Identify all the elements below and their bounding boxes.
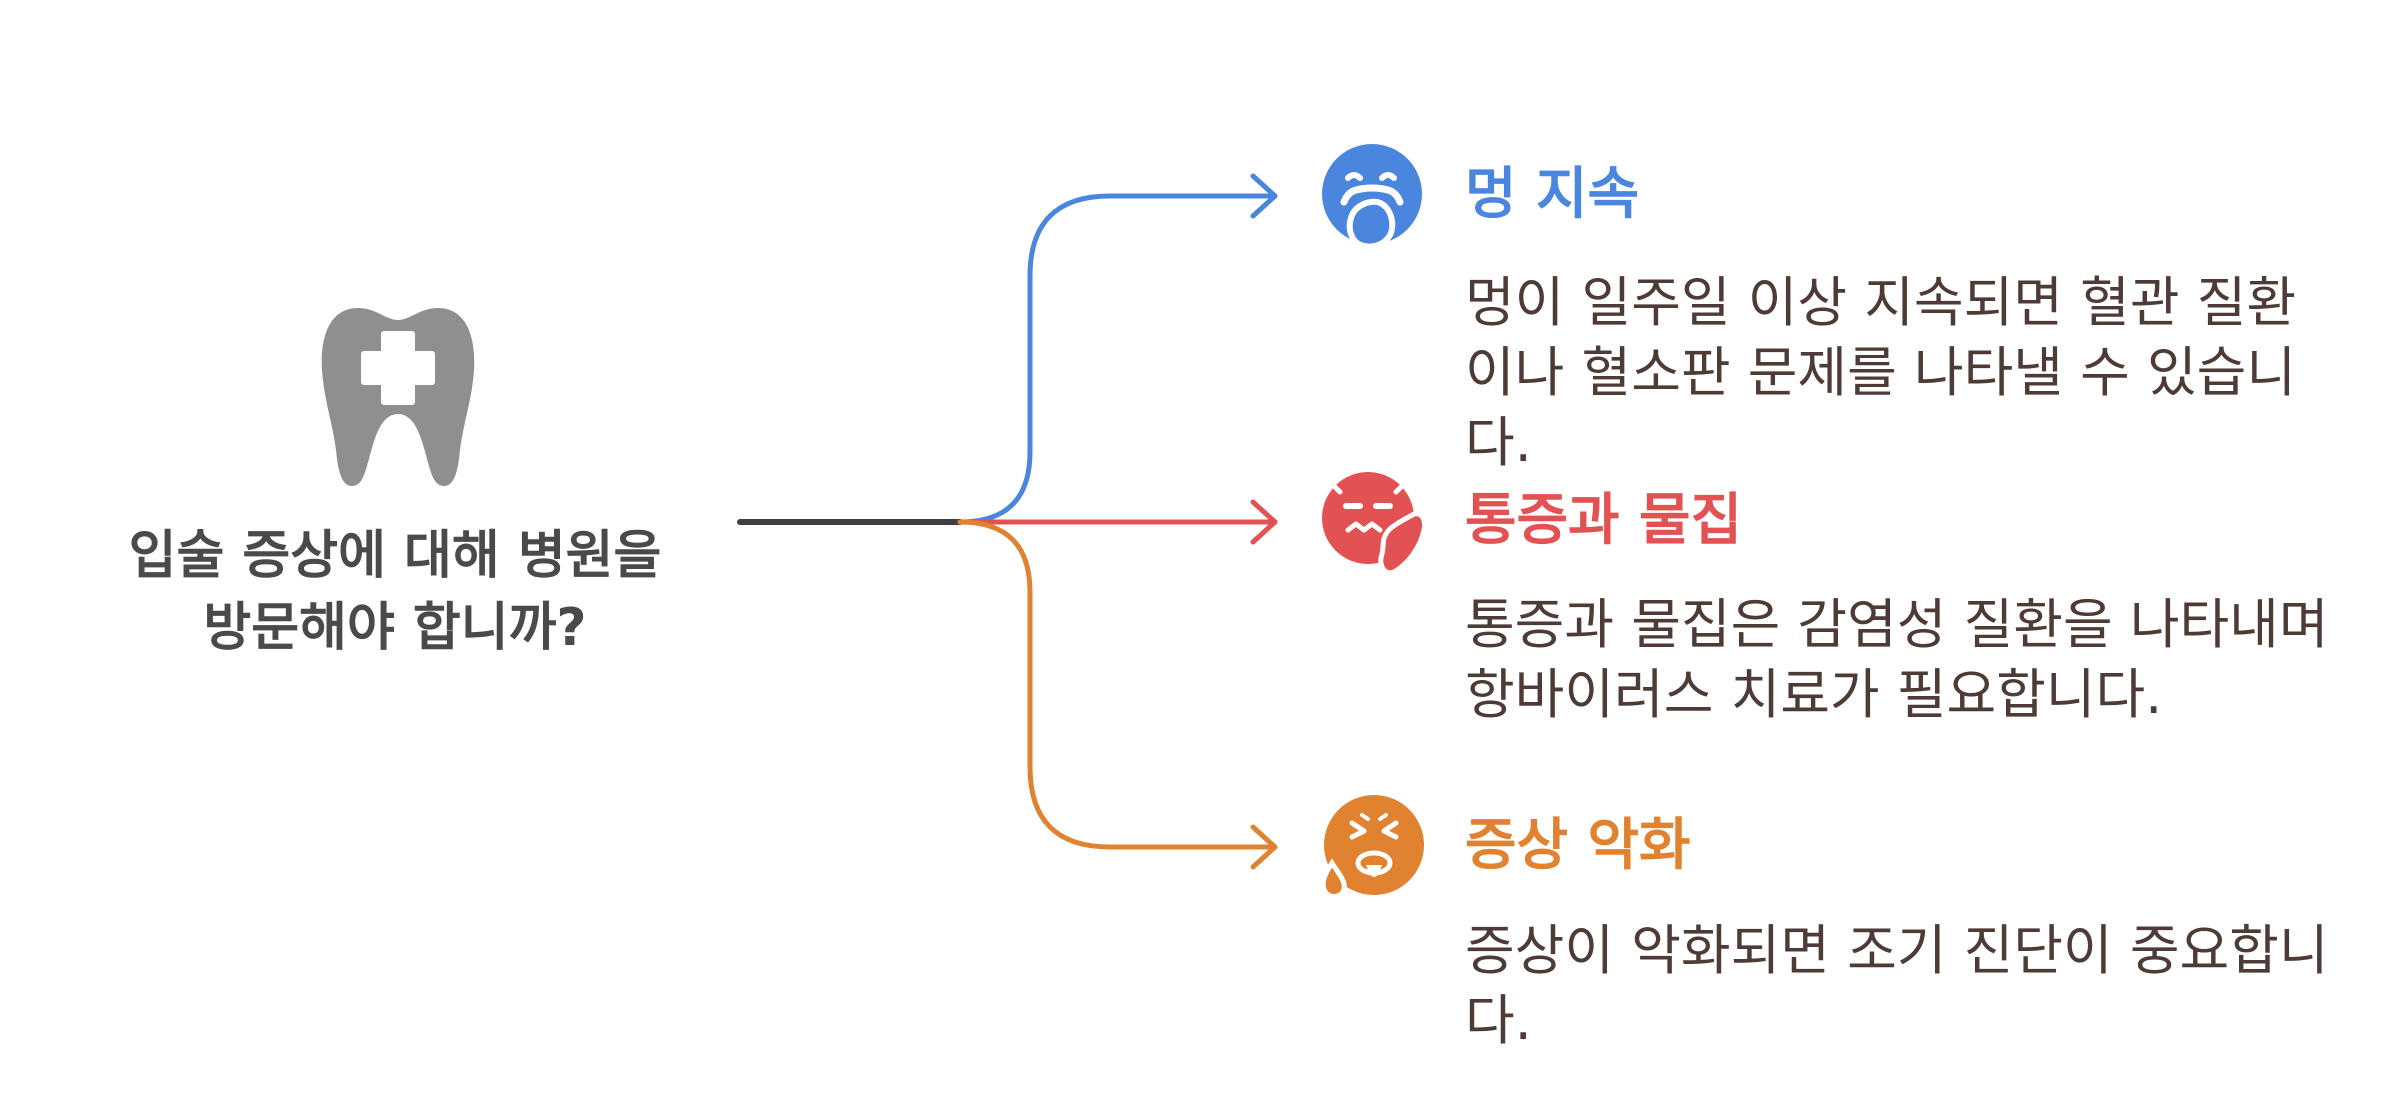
arrowhead-blue xyxy=(1250,173,1278,219)
connector-orange xyxy=(957,519,1278,850)
tooth-medical-icon xyxy=(321,308,475,486)
pained-face-icon xyxy=(1322,472,1427,576)
arrowhead-orange xyxy=(1250,824,1278,870)
sick-face-icon xyxy=(1320,795,1424,899)
branch-title-worsening: 증상 악화 xyxy=(1465,813,1691,878)
branch-title-bruise: 멍 지속 xyxy=(1465,162,1640,227)
bruised-face-icon xyxy=(1322,144,1422,250)
branch-description-worsening: 증상이 악화되면 조기 진단이 중요합니다. xyxy=(1465,919,2329,1052)
arrowhead-red xyxy=(1250,499,1278,545)
branch-description-pain-blister: 통증과 물집은 감염성 질환을 나타내며 항바이러스 치료가 필요합니다. xyxy=(1465,593,2329,726)
central-question: 입술 증상에 대해 병원을 방문해야 합니까? xyxy=(128,526,662,658)
branch-title-pain-blister: 통증과 물집 xyxy=(1465,488,1743,553)
branch-description-bruise: 멍이 일주일 이상 지속되면 혈관 질환이나 혈소판 문제를 나타낼 수 있습니… xyxy=(1465,271,2297,474)
connector-blue xyxy=(957,193,1278,525)
